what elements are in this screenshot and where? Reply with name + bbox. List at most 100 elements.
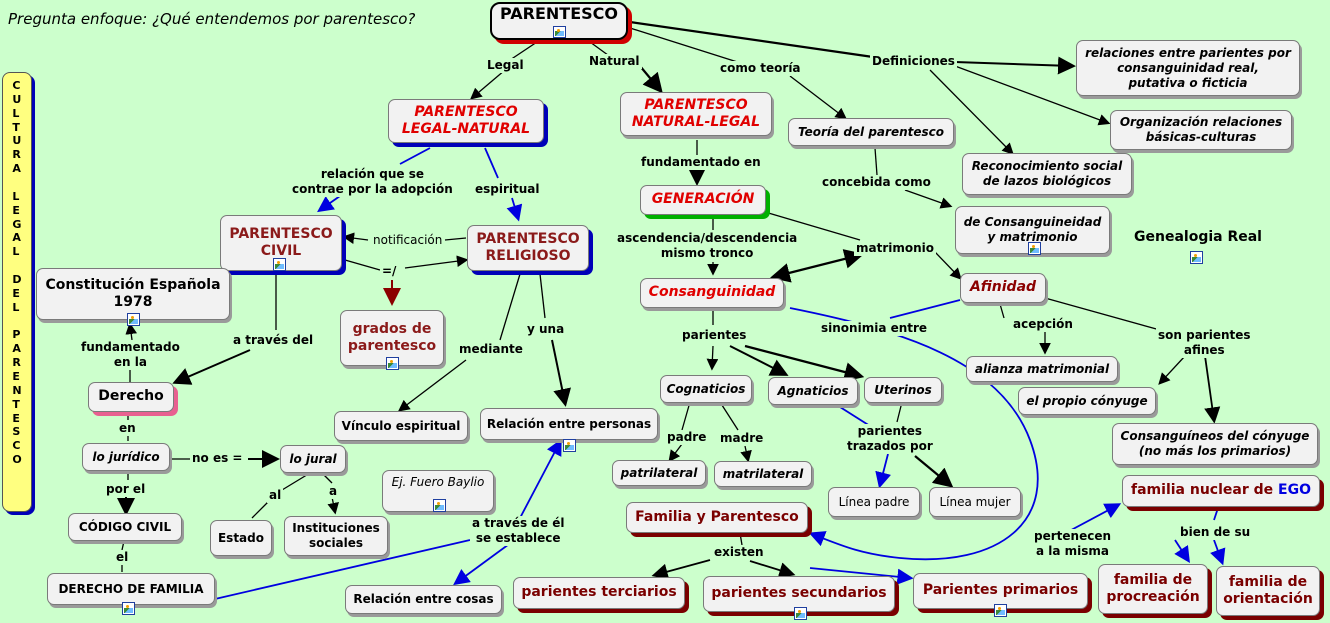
procreacion-line1: familia de xyxy=(1113,571,1193,588)
derecho-label: Derecho xyxy=(98,388,164,405)
node-vinculo-espiritual[interactable]: Vínculo espiritual xyxy=(334,411,468,441)
node-natural-legal[interactable]: PARENTESCO NATURAL-LEGAL xyxy=(620,92,772,136)
link-fundamentado-en: fundamentado en xyxy=(639,155,763,170)
orientacion-line1: familia de xyxy=(1228,573,1308,590)
image-icon[interactable] xyxy=(127,313,140,326)
node-codigo-civil[interactable]: CÓDIGO CIVIL xyxy=(68,513,182,541)
node-linea-mujer[interactable]: Línea mujer xyxy=(929,487,1021,517)
constitucion-line2: 1978 xyxy=(113,294,153,310)
sidebar-letter: L xyxy=(12,300,20,314)
node-derecho[interactable]: Derecho xyxy=(88,382,174,412)
sidebar-letter: O xyxy=(12,453,22,467)
node-afinidad[interactable]: Afinidad xyxy=(960,273,1046,303)
node-definicion-1[interactable]: relaciones entre parientes por consangui… xyxy=(1076,40,1300,96)
image-icon[interactable] xyxy=(994,604,1007,617)
node-legal-natural-line1: PARENTESCO xyxy=(414,103,518,120)
vinculo-label: Vínculo espiritual xyxy=(341,418,461,433)
node-familia-procreacion[interactable]: familia de procreación xyxy=(1098,564,1208,614)
patrilateral-label: patrilateral xyxy=(620,465,698,480)
node-consanguinidad[interactable]: Consanguinidad xyxy=(640,278,784,308)
node-estado[interactable]: Estado xyxy=(210,520,272,556)
sidebar-letter: U xyxy=(12,134,22,148)
node-uterinos[interactable]: Uterinos xyxy=(864,377,942,403)
node-parentesco-religioso[interactable]: PARENTESCO RELIGIOSO xyxy=(467,225,589,271)
def3-line2: de lazos biológicos xyxy=(982,174,1112,188)
node-definicion-2[interactable]: Organización relaciones básicas-culturas xyxy=(1110,110,1292,150)
link-bien-de-su: bien de su xyxy=(1178,525,1253,540)
image-icon[interactable] xyxy=(433,499,446,512)
familia-nuclear-label: familia nuclear de xyxy=(1131,482,1274,499)
image-icon[interactable] xyxy=(1190,251,1203,264)
node-familia-orientacion[interactable]: familia de orientación xyxy=(1216,566,1320,616)
node-consanguineos-conyuge[interactable]: Consanguíneos del cónyuge (no más los pr… xyxy=(1112,423,1318,465)
node-parientes-terciarios[interactable]: parientes terciarios xyxy=(513,577,685,609)
node-lo-jural[interactable]: lo jural xyxy=(280,445,346,473)
node-relacion-personas[interactable]: Relación entre personas xyxy=(480,408,658,452)
sidebar-letter: A xyxy=(12,162,21,176)
node-legal-natural[interactable]: PARENTESCO LEGAL-NATURAL xyxy=(388,99,544,143)
def1-line3: putativa o ficticia xyxy=(1128,75,1248,90)
node-consanguineidad-matrimonio[interactable]: de Consanguineidad y matrimonio xyxy=(955,206,1110,255)
node-parentesco-civil[interactable]: PARENTESCO CIVIL xyxy=(220,215,342,271)
node-alianza-matrimonial[interactable]: alianza matrimonial xyxy=(966,356,1118,382)
consanguineos-line2: (no más los primarios) xyxy=(1138,444,1292,458)
node-constitucion[interactable]: Constitución Española 1978 xyxy=(36,268,230,326)
sidebar-letter: P xyxy=(12,328,21,342)
image-icon[interactable] xyxy=(1028,242,1041,255)
sidebar-letter: C xyxy=(12,439,21,453)
image-icon[interactable] xyxy=(122,602,135,615)
matrilateral-label: matrilateral xyxy=(722,466,804,481)
node-familia-parentesco[interactable]: Familia y Parentesco xyxy=(626,502,808,533)
node-matrilateral[interactable]: matrilateral xyxy=(714,461,812,487)
sidebar-letter: D xyxy=(12,273,22,287)
grados-line2: parentesco xyxy=(347,338,437,354)
civil-line2: CIVIL xyxy=(260,243,302,259)
sidebar-letter: L xyxy=(12,245,20,259)
node-relacion-cosas[interactable]: Relación entre cosas xyxy=(345,585,502,614)
adopcion-line2: contrae por la adopción xyxy=(292,182,453,196)
link-el: el xyxy=(114,550,131,565)
node-linea-padre[interactable]: Línea padre xyxy=(828,487,920,517)
node-instituciones-sociales[interactable]: Instituciones sociales xyxy=(284,516,388,556)
sidebar-letter: R xyxy=(12,356,21,370)
ascendencia-line1: ascendencia/descendencia xyxy=(617,231,798,245)
sidebar-letter: A xyxy=(12,231,21,245)
sidebar-letter: E xyxy=(12,411,20,425)
node-teoria-label: Teoría del parentesco xyxy=(797,124,944,139)
link-parientes: parientes xyxy=(680,328,749,343)
image-icon[interactable] xyxy=(552,26,566,38)
def1-line2: consanguinidad real, xyxy=(1117,60,1259,75)
node-lo-juridico[interactable]: lo jurídico xyxy=(82,443,170,471)
image-icon[interactable] xyxy=(794,607,807,620)
node-parientes-secundarios[interactable]: parientes secundarios xyxy=(703,576,895,620)
node-derecho-familia[interactable]: DERECHO DE FAMILIA xyxy=(47,573,215,615)
node-parentesco[interactable]: PARENTESCO xyxy=(490,2,628,40)
sidebar-letter: L xyxy=(12,189,20,203)
image-icon[interactable] xyxy=(273,258,286,271)
node-parientes-primarios[interactable]: Parientes primarios xyxy=(913,573,1088,617)
node-definicion-3[interactable]: Reconocimiento social de lazos biológico… xyxy=(962,153,1132,195)
node-cognaticios[interactable]: Cognaticios xyxy=(660,375,752,403)
ego-label: EGO xyxy=(1278,482,1311,499)
generacion-label: GENERACIÓN xyxy=(651,191,755,208)
node-familia-nuclear-ego[interactable]: familia nuclear de EGO xyxy=(1122,475,1320,507)
node-propio-conyuge[interactable]: el propio cónyuge xyxy=(1018,387,1156,415)
orientacion-line2: orientación xyxy=(1223,591,1313,607)
node-teoria[interactable]: Teoría del parentesco xyxy=(788,118,954,146)
link-natural: Natural xyxy=(587,54,642,69)
adopcion-line1: relación que se xyxy=(320,167,425,181)
link-por-el: por el xyxy=(104,482,148,497)
node-ej-fuero-baylio[interactable]: Ej. Fuero Baylio xyxy=(382,470,494,512)
image-icon[interactable] xyxy=(563,439,576,452)
def1-line1: relaciones entre parientes por xyxy=(1085,45,1291,60)
node-grados-parentesco[interactable]: grados de parentesco xyxy=(340,310,444,370)
node-agnaticios[interactable]: Agnaticios xyxy=(768,377,858,405)
pertenecen-line1: pertenecen xyxy=(1034,529,1111,543)
image-icon[interactable] xyxy=(386,357,399,370)
pertenecen-line2: a la misma xyxy=(1035,544,1110,558)
sidebar-letter xyxy=(12,315,21,329)
node-generacion[interactable]: GENERACIÓN xyxy=(640,185,766,215)
node-patrilateral[interactable]: patrilateral xyxy=(612,460,706,486)
secundarios-label: parientes secundarios xyxy=(711,585,887,602)
